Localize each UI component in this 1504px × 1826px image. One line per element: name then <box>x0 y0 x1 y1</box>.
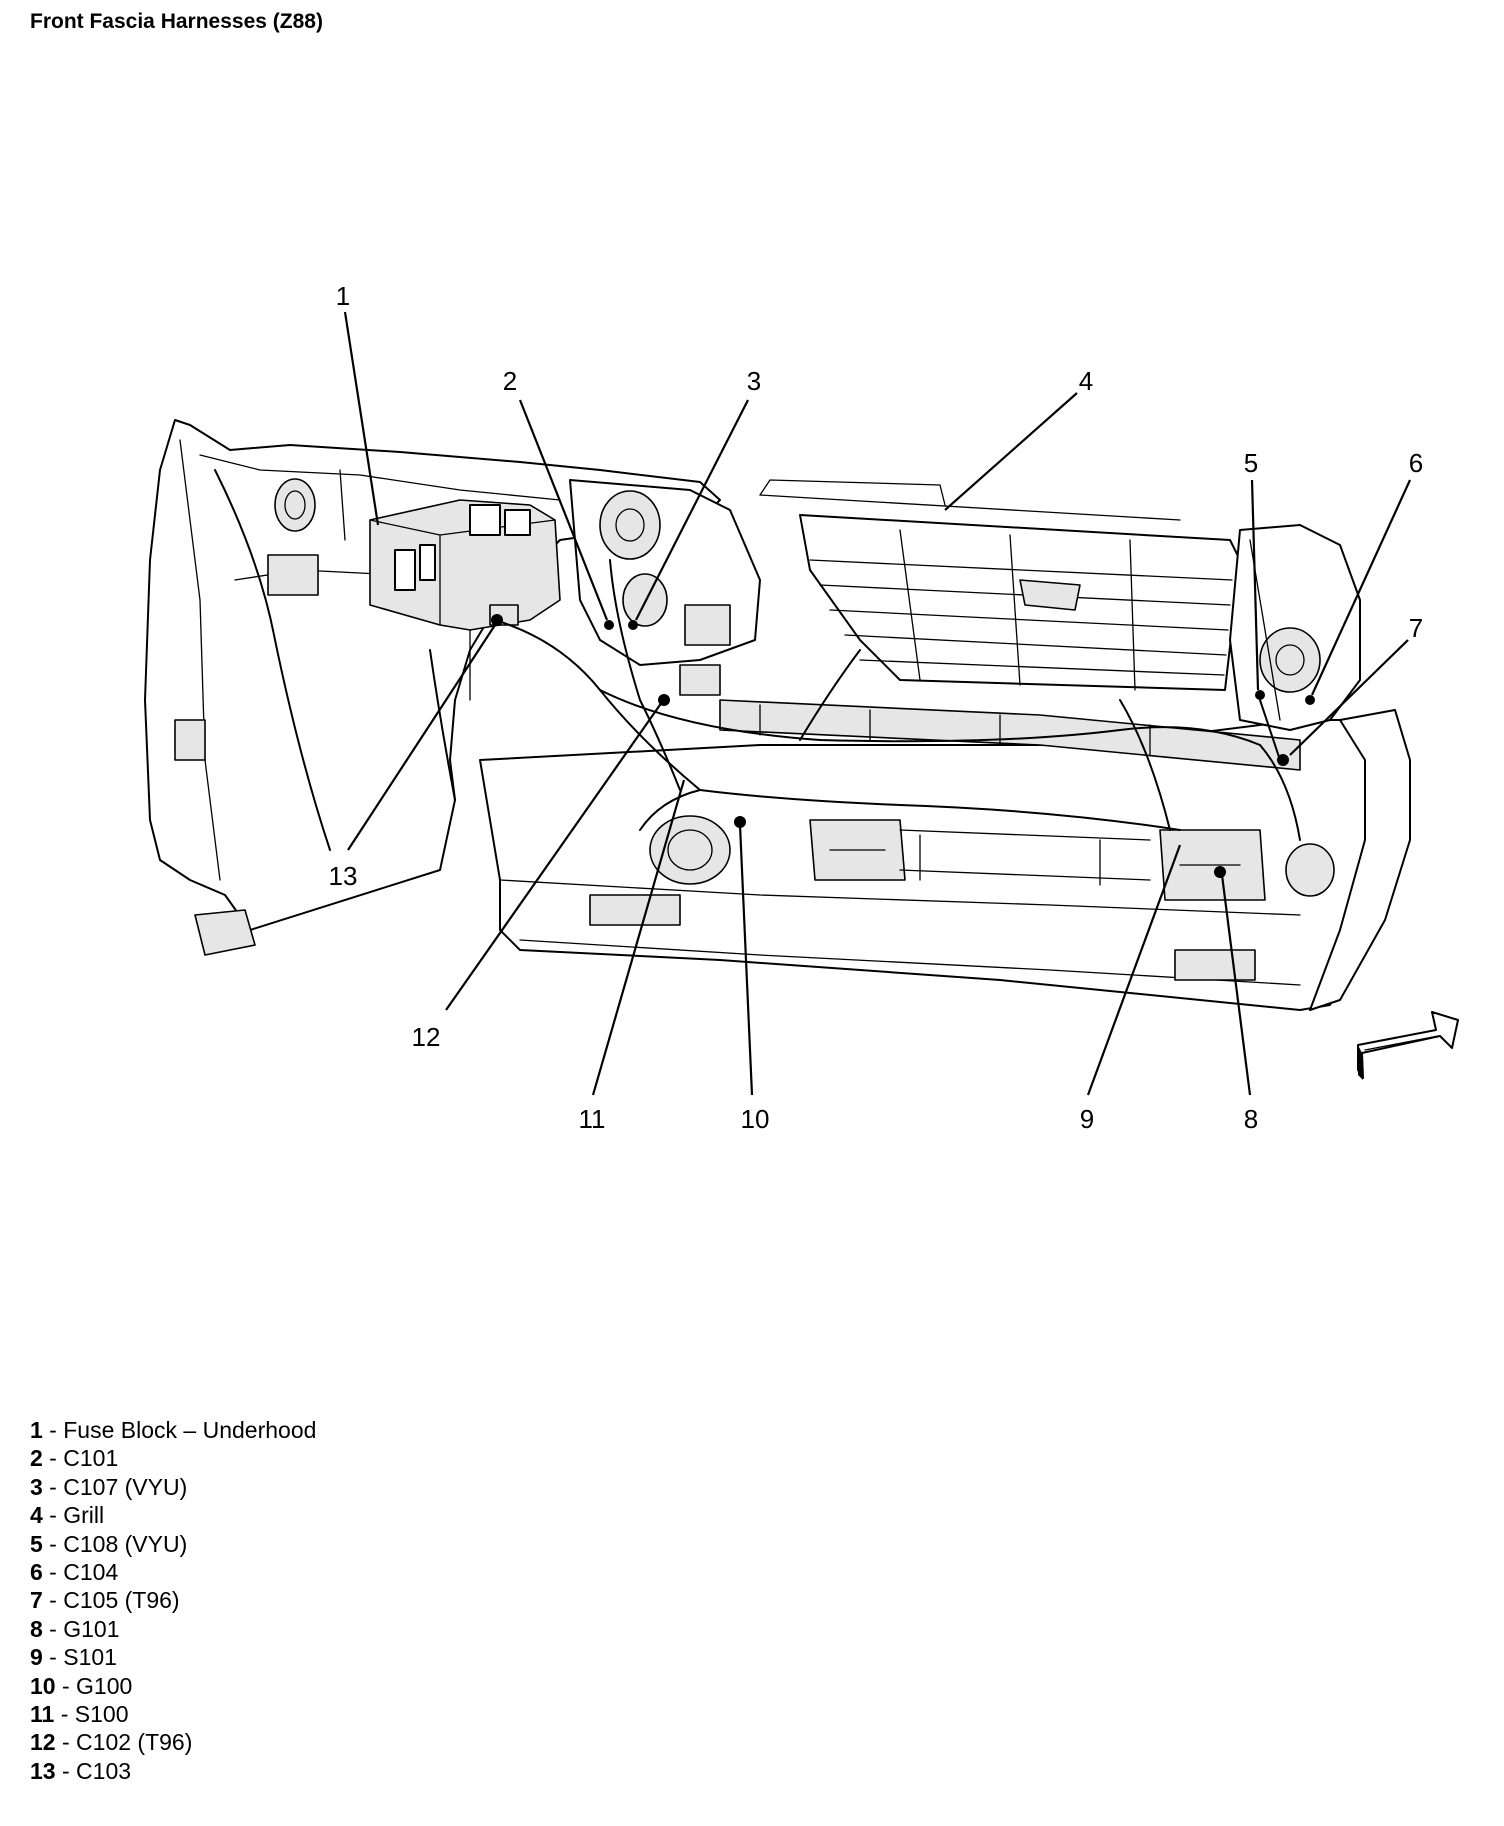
leader-lines <box>343 311 1412 1096</box>
legend-item-separator: - <box>42 1502 64 1529</box>
callout-13: 13 <box>329 861 358 891</box>
legend-item: 6 - C104 <box>30 1558 316 1586</box>
legend-item-number: 2 <box>30 1445 43 1472</box>
legend-item-number: 8 <box>30 1615 43 1642</box>
callout-8: 8 <box>1244 1104 1258 1134</box>
right-headlamp <box>1229 524 1361 731</box>
legend-item-label: C107 (VYU) <box>63 1473 188 1500</box>
left-headlamp <box>569 479 761 696</box>
grill <box>759 479 1241 691</box>
legend-item: 2 - C101 <box>30 1444 316 1472</box>
legend-item: 10 - G100 <box>30 1672 316 1700</box>
leader-2 <box>518 399 609 621</box>
impact-bar <box>719 699 1301 771</box>
legend-item-separator: - <box>42 1530 64 1557</box>
legend-item: 1 - Fuse Block – Underhood <box>30 1416 316 1444</box>
callout-4: 4 <box>1079 366 1093 396</box>
legend-item-label: S101 <box>63 1644 117 1671</box>
legend-item-number: 11 <box>30 1701 55 1728</box>
leader-7 <box>1289 639 1409 756</box>
legend-item-label: S100 <box>74 1701 129 1728</box>
legend-item: 5 - C108 (VYU) <box>30 1530 316 1558</box>
legend-item-separator: - <box>42 1587 64 1614</box>
harness-diagram: 1 2 3 4 5 6 7 8 9 10 11 12 13 <box>144 281 1459 1134</box>
legend-item-label: Fuse Block – Underhood <box>63 1417 317 1443</box>
callout-numbers: 1 2 3 4 5 6 7 8 9 10 11 12 13 <box>329 281 1424 1134</box>
legend-item: 11 - S100 <box>30 1700 316 1728</box>
legend-item-number: 7 <box>30 1587 43 1614</box>
legend-item-number: 9 <box>30 1644 43 1671</box>
legend-item-label: C104 <box>63 1559 119 1586</box>
legend-item: 8 - G101 <box>30 1615 316 1643</box>
legend-item-separator: - <box>55 1757 77 1784</box>
legend-item-separator: - <box>42 1644 64 1671</box>
legend-item-separator: - <box>54 1701 75 1728</box>
legend-item: 4 - Grill <box>30 1501 316 1529</box>
legend-item: 13 - C103 <box>30 1757 316 1785</box>
legend-item: 3 - C107 (VYU) <box>30 1473 316 1501</box>
legend-item-label: C105 (T96) <box>63 1587 180 1614</box>
legend-item-separator: - <box>42 1559 64 1586</box>
callout-9: 9 <box>1080 1104 1094 1134</box>
wiring-harness <box>491 559 1315 878</box>
legend-item: 7 - C105 (T96) <box>30 1586 316 1614</box>
leader-9 <box>1086 844 1182 1096</box>
legend-item-number: 4 <box>30 1502 43 1529</box>
right-fender-edge <box>1309 709 1411 1011</box>
legend-item-label: C103 <box>76 1757 132 1784</box>
callout-1: 1 <box>336 281 350 311</box>
legend-item-number: 12 <box>30 1729 56 1756</box>
legend-item: 12 - C102 (T96) <box>30 1728 316 1756</box>
legend-item-separator: - <box>42 1445 64 1472</box>
legend-item-number: 1 <box>30 1417 43 1443</box>
leader-1 <box>343 311 380 526</box>
callout-7: 7 <box>1409 613 1423 643</box>
leader-8 <box>1220 874 1252 1096</box>
callout-12: 12 <box>412 1022 441 1052</box>
front-bumper-fascia <box>479 719 1401 1011</box>
leader-3 <box>635 399 749 621</box>
callout-3: 3 <box>747 366 761 396</box>
legend-item-number: 6 <box>30 1559 43 1586</box>
legend-item-separator: - <box>42 1615 64 1642</box>
leader-11 <box>591 779 686 1096</box>
legend-item-label: G101 <box>63 1615 120 1642</box>
leader-6 <box>1310 479 1412 696</box>
legend-item-number: 13 <box>30 1757 56 1784</box>
leader-4 <box>944 392 1078 511</box>
callout-10: 10 <box>741 1104 770 1134</box>
page-title: Front Fascia Harnesses (Z88) <box>30 10 323 33</box>
callout-2: 2 <box>503 366 517 396</box>
legend-item-label: G100 <box>76 1672 133 1699</box>
leader-5 <box>1250 479 1260 691</box>
legend-item-separator: - <box>55 1729 77 1756</box>
legend-item-label: C102 (T96) <box>76 1729 193 1756</box>
leader-13 <box>347 621 498 851</box>
legend-item-label: C101 <box>63 1445 119 1472</box>
fuse-block-underhood <box>369 499 561 631</box>
legend-item-label: C108 (VYU) <box>63 1530 188 1557</box>
callout-5: 5 <box>1244 448 1258 478</box>
callout-11: 11 <box>579 1104 606 1134</box>
left-fender-panel <box>144 419 721 956</box>
leader-12 <box>445 701 663 1011</box>
legend-item: 9 - S101 <box>30 1643 316 1671</box>
legend-item-number: 5 <box>30 1530 43 1557</box>
legend-item-separator: - <box>42 1417 64 1443</box>
legend-item-separator: - <box>42 1473 64 1500</box>
legend-item-separator: - <box>55 1672 77 1699</box>
legend-item-label: Grill <box>63 1502 105 1529</box>
legend-item-number: 3 <box>30 1473 43 1500</box>
callout-6: 6 <box>1409 448 1423 478</box>
front-direction-arrow-icon <box>1357 1011 1459 1080</box>
legend-item-number: 10 <box>30 1672 56 1699</box>
leader-10 <box>738 824 754 1096</box>
